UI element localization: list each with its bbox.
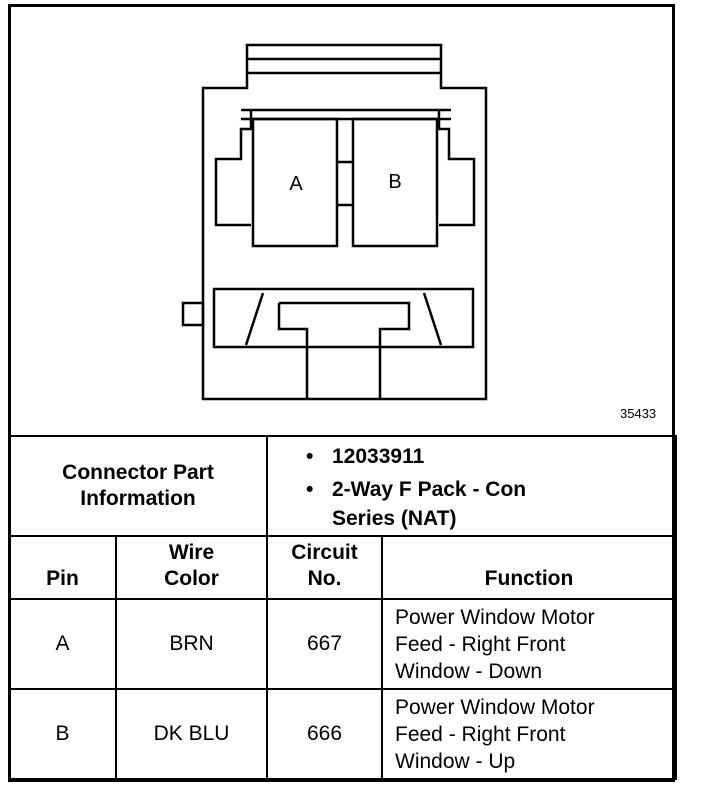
part-number: 12033911 xyxy=(306,440,675,473)
header-wire-color: Wire Color xyxy=(115,535,268,600)
row-a-circuit: 667 xyxy=(266,598,383,690)
cavity-a xyxy=(251,117,339,248)
row-a-function-line2: Feed - Right Front xyxy=(395,632,566,656)
header-no: No. xyxy=(307,567,342,590)
connector-info-table: Connector Part Information 12033911 2-Wa… xyxy=(8,435,678,780)
row-b-function-line2: Feed - Right Front xyxy=(395,722,566,746)
header-circuit-no: Circuit No. xyxy=(266,535,383,600)
header-circuit: Circuit xyxy=(291,541,358,564)
cavity-b-label: B xyxy=(388,171,401,193)
header-row: Pin Wire Color Circuit No. Function xyxy=(8,535,678,600)
part-info-label: Connector Part Information xyxy=(8,435,268,537)
part-info-row: Connector Part Information 12033911 2-Wa… xyxy=(8,435,678,537)
row-b-color: DK BLU xyxy=(115,688,268,780)
table-row: A BRN 667 Power Window Motor Feed - Righ… xyxy=(8,598,678,690)
row-b-function: Power Window Motor Feed - Right Front Wi… xyxy=(380,688,678,780)
header-wire: Wire xyxy=(168,541,215,564)
row-a-function-line3: Window - Down xyxy=(395,659,543,683)
row-b-function-line3: Window - Up xyxy=(395,749,516,773)
row-b-pin: B xyxy=(8,688,117,780)
figure-number: 35433 xyxy=(620,406,657,421)
part-description-cont: Series (NAT) xyxy=(332,507,457,530)
cavity-b xyxy=(351,117,439,248)
part-info-label-line1: Connector Part xyxy=(62,461,214,484)
header-pin: Pin xyxy=(8,535,117,600)
connector-sheet: A B 35433 Connector Part Information 120… xyxy=(8,4,678,782)
header-color: Color xyxy=(164,567,219,590)
header-function: Function xyxy=(380,535,678,600)
row-b-circuit: 666 xyxy=(266,688,383,780)
connector-face-drawing: A B xyxy=(181,43,488,401)
row-a-pin: A xyxy=(8,598,117,690)
part-info-values: 12033911 2-Way F Pack - Con Series (NAT) xyxy=(265,435,678,537)
row-a-color: BRN xyxy=(115,598,268,690)
row-a-function-line1: Power Window Motor xyxy=(395,605,595,629)
part-description: 2-Way F Pack - Con xyxy=(306,473,675,506)
row-b-function-line1: Power Window Motor xyxy=(395,695,595,719)
table-row: B DK BLU 666 Power Window Motor Feed - R… xyxy=(8,688,678,780)
part-info-label-line2: Information xyxy=(80,487,196,510)
cavity-a-label: A xyxy=(289,173,303,195)
row-a-function: Power Window Motor Feed - Right Front Wi… xyxy=(380,598,678,690)
latch-area xyxy=(181,287,475,399)
